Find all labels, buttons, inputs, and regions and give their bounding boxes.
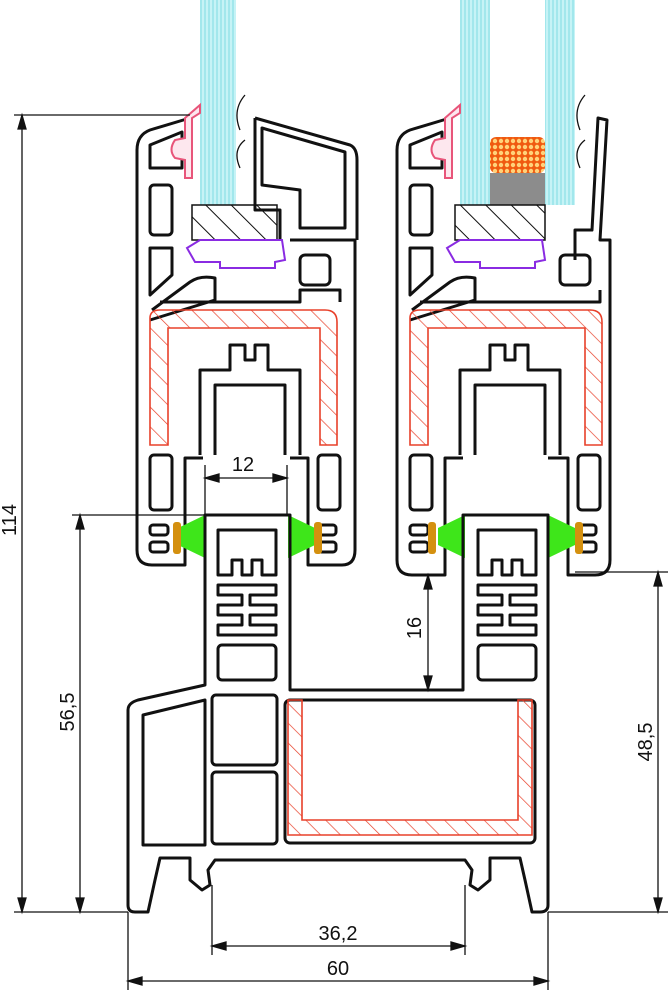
glass-gasket-left [170, 102, 201, 179]
frame-profile [126, 513, 550, 914]
glazing-block-left [191, 204, 278, 241]
dim-frame-height-left: 56,5 [57, 693, 79, 732]
brush-seals [173, 515, 583, 558]
glass-pane-left [200, 0, 236, 205]
glazing-block-right [454, 204, 546, 241]
reinforcement-right [409, 309, 603, 446]
glazing-bead-gasket-left [185, 239, 287, 269]
dimension-lines [14, 112, 668, 990]
dim-frame-height-right: 48,5 [635, 723, 657, 762]
dim-inner-width: 36,2 [319, 923, 358, 945]
dim-rail-width: 12 [232, 454, 254, 476]
reinforcement-left [149, 309, 338, 446]
wedge-seal-left [236, 94, 246, 169]
desiccant-spacer [490, 137, 545, 173]
dim-overlap: 16 [404, 617, 426, 639]
left-sash-profile [135, 116, 359, 567]
glass-pane-right-outer [460, 0, 490, 205]
glass-gasket-right [430, 102, 461, 179]
wedge-seal-right [576, 94, 586, 169]
right-sash-profile [395, 116, 612, 577]
dim-overall-height: 114 [0, 504, 21, 536]
dim-overall-width: 60 [327, 958, 349, 980]
glass-pane-right-inner [545, 0, 575, 205]
glazing-bead-gasket-right [445, 239, 547, 269]
reinforcement-frame [287, 699, 533, 836]
spacer-bar [490, 173, 545, 205]
